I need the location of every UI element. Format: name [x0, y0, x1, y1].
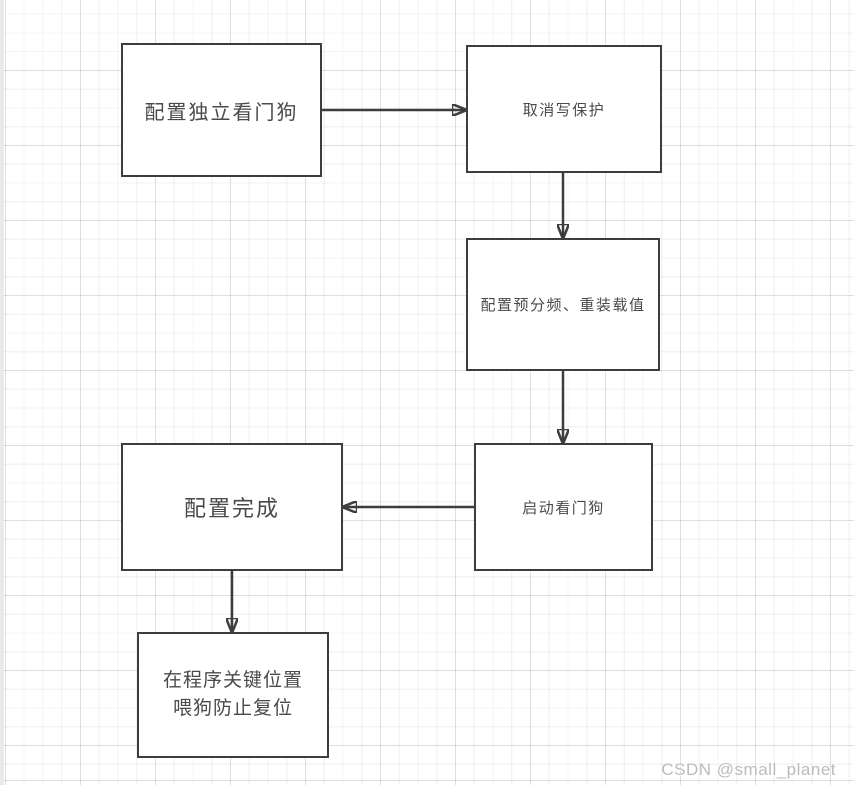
canvas-left-edge: [0, 0, 4, 785]
node-configure-independent-watchdog: 配置独立看门狗: [121, 43, 322, 177]
node-configure-prescaler-reload: 配置预分频、重装载值: [466, 238, 660, 371]
node-label-line-1: 在程序关键位置: [162, 670, 303, 692]
node-feed-dog-prevent-reset: 在程序关键位置 喂狗防止复位: [137, 632, 329, 758]
node-label: 启动看门狗: [522, 499, 605, 517]
node-start-watchdog: 启动看门狗: [474, 443, 653, 571]
node-label: 配置独立看门狗: [144, 101, 299, 124]
node-configuration-complete: 配置完成: [121, 443, 343, 571]
node-label: 取消写保护: [522, 101, 606, 119]
node-label: 配置预分频、重装载值: [480, 297, 646, 314]
node-label: 配置完成: [183, 496, 280, 521]
node-label-line-2: 喂狗防止复位: [172, 698, 293, 719]
node-cancel-write-protection: 取消写保护: [466, 45, 662, 173]
csdn-watermark: CSDN @small_planet: [661, 760, 836, 779]
node-label: 在程序关键位置 喂狗防止复位: [163, 667, 303, 722]
